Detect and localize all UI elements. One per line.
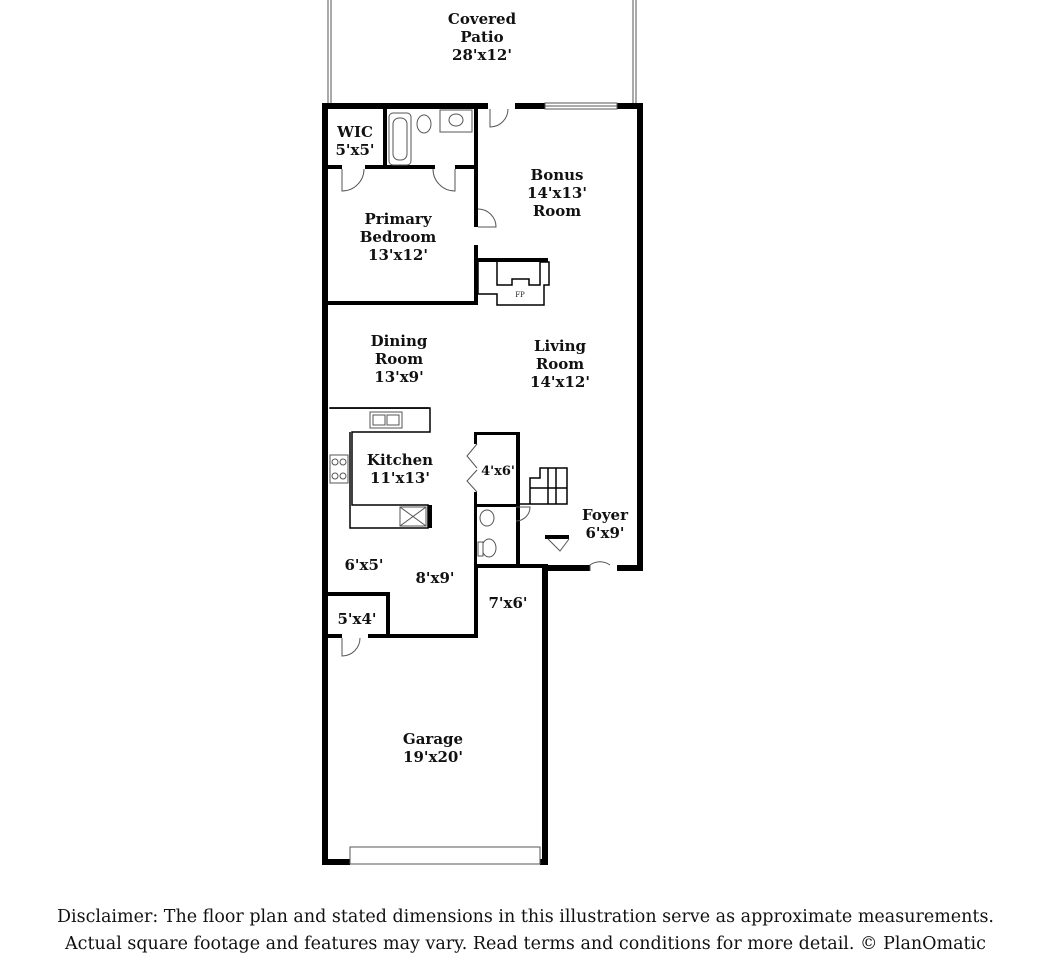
dining-dims: 13'x9': [374, 368, 423, 386]
toilet-icon: [416, 114, 432, 134]
kitchen-name: Kitchen: [367, 451, 433, 469]
bedroom-dims: 13'x12': [368, 246, 428, 264]
closet-dims: 4'x6': [481, 464, 515, 479]
patio-name-1: Covered: [448, 10, 517, 28]
room-labels: Covered Patio 28'x12' WIC 5'x5' Bonus 14…: [335, 10, 629, 766]
kitchen-dims: 11'x13': [370, 469, 430, 487]
garage-name: Garage: [403, 730, 463, 748]
room-5x4-dims: 5'x4': [337, 610, 376, 628]
disclaimer: Disclaimer: The floor plan and stated di…: [0, 904, 1051, 958]
bonus-name-1: Bonus: [531, 166, 584, 184]
living-name-2: Room: [536, 355, 584, 373]
fixtures: [329, 109, 497, 558]
living-dims: 14'x12': [530, 373, 590, 391]
patio-name-2: Patio: [460, 28, 503, 46]
living-name-1: Living: [534, 337, 587, 355]
patio-outline: [327, 0, 637, 105]
disclaimer-line-2: Actual square footage and features may v…: [65, 934, 986, 954]
garage-dims: 19'x20': [403, 748, 463, 766]
dining-name-1: Dining: [371, 332, 428, 350]
doors: [341, 108, 611, 657]
room-8x9-dims: 8'x9': [415, 569, 454, 587]
fireplace-label: FP: [515, 291, 525, 299]
dining-name-2: Room: [375, 350, 423, 368]
exterior-walls: [322, 103, 643, 865]
room-6x5-dims: 6'x5': [344, 556, 383, 574]
room-7x6-dims: 7'x6': [488, 594, 527, 612]
stove-icon: [329, 454, 349, 484]
openings: [349, 102, 618, 865]
foyer-dims: 6'x9': [585, 524, 624, 542]
halfbath-sink-icon: [479, 509, 495, 527]
wic-name: WIC: [336, 123, 373, 141]
wic-dims: 5'x5': [335, 141, 374, 159]
interior-walls: [328, 107, 569, 638]
bedroom-name-1: Primary: [364, 210, 432, 228]
foyer-name: Foyer: [582, 506, 629, 524]
bedroom-name-2: Bedroom: [360, 228, 437, 246]
patio-dims: 28'x12': [452, 46, 512, 64]
halfbath-toilet-icon: [481, 538, 497, 558]
bonus-name-2: Room: [533, 202, 581, 220]
disclaimer-line-1: Disclaimer: The floor plan and stated di…: [56, 907, 994, 927]
bonus-dims: 14'x13': [527, 184, 587, 202]
